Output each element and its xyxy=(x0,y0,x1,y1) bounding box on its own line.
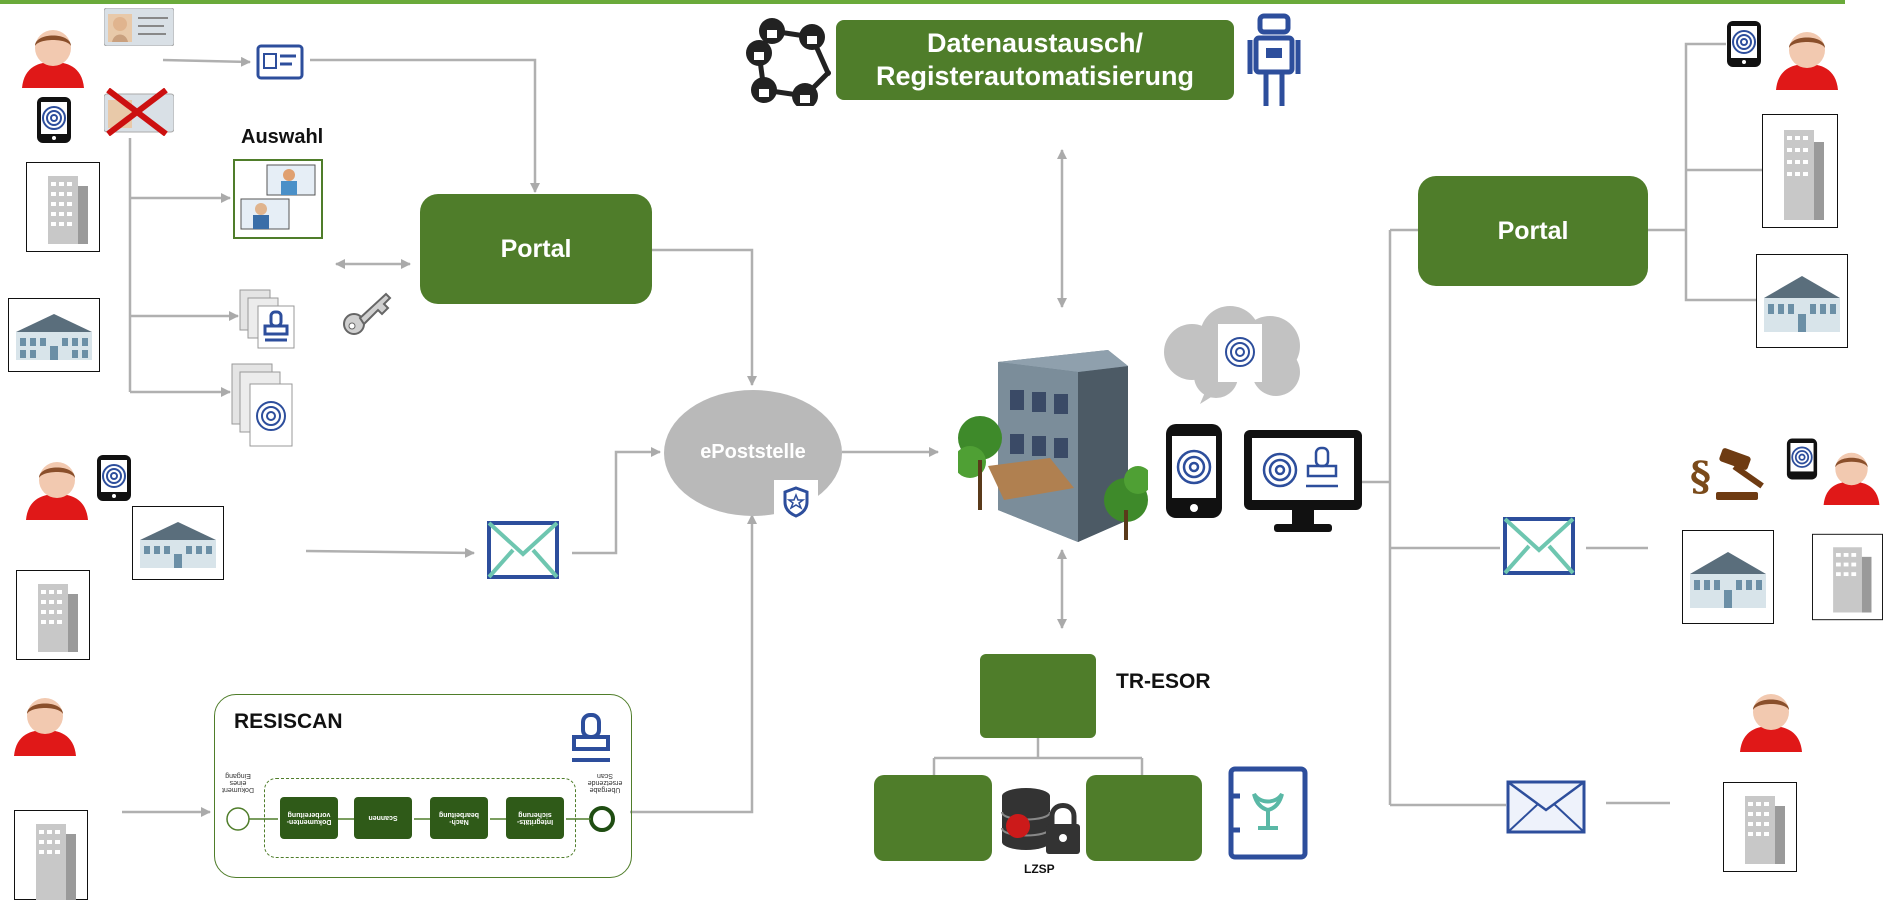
resiscan-end-label: Übergabe ersetzende Scan xyxy=(587,772,623,793)
portal-right-label: Portal xyxy=(1497,216,1569,245)
eposttelle-label: ePoststelle xyxy=(700,441,806,463)
office-building-icon xyxy=(14,810,88,900)
mail-envelope-plain-icon xyxy=(1506,780,1586,834)
resiscan-panel xyxy=(214,694,632,878)
id-card-photo-icon xyxy=(104,8,174,46)
documents-fingerprint-icon xyxy=(230,362,298,448)
portal-left-box: Portal xyxy=(420,194,652,304)
office-building-icon xyxy=(26,162,100,252)
court-gavel-icon: § xyxy=(1690,446,1772,502)
eposttelle-ellipse xyxy=(662,388,844,518)
robot-icon xyxy=(1246,12,1302,110)
resiscan-step-scan: Scannen xyxy=(354,797,412,839)
cloud-fingerprint-icon xyxy=(1156,306,1312,406)
svg-text:§: § xyxy=(1690,453,1711,500)
person-icon xyxy=(22,458,92,522)
smartphone-fingerprint-icon xyxy=(1164,422,1224,520)
data-exchange-box: Datenaustausch/ Registerautomatisierung xyxy=(836,20,1234,100)
data-exchange-line1: Datenaustausch/ xyxy=(926,28,1144,58)
resiscan-step-postprocess: Nach-bearbeitung xyxy=(430,797,488,839)
mail-envelope-icon xyxy=(486,520,560,580)
town-hall-icon xyxy=(1756,254,1848,348)
tresor-main-box xyxy=(980,654,1096,738)
lzsp-label: LZSP xyxy=(1024,862,1055,876)
tresor-label: TR-ESOR xyxy=(1116,670,1211,693)
town-hall-icon xyxy=(1682,530,1774,624)
office-building-icon xyxy=(1812,532,1883,622)
video-consultation-icon xyxy=(233,159,323,239)
resiscan-step-integrity: Integritäts-sicherung xyxy=(506,797,564,839)
town-hall-icon xyxy=(132,506,224,580)
office-building-icon xyxy=(1722,782,1798,872)
person-icon xyxy=(18,26,88,90)
office-building-icon xyxy=(1762,114,1838,228)
office-building-icon xyxy=(16,570,90,660)
resiscan-title: RESISCAN xyxy=(234,710,343,733)
data-exchange-line2: Registerautomatisierung xyxy=(875,61,1195,91)
monitor-signature-icon xyxy=(1242,428,1364,536)
smartphone-fingerprint-icon xyxy=(96,454,132,502)
crossed-id-card-icon xyxy=(104,88,174,136)
auswahl-label: Auswahl xyxy=(241,126,324,148)
id-card-icon xyxy=(256,44,304,80)
person-icon xyxy=(1772,28,1842,92)
portal-left-label: Portal xyxy=(500,234,572,263)
database-lock-icon xyxy=(998,786,1082,856)
smartphone-fingerprint-icon xyxy=(36,96,72,144)
central-building-icon xyxy=(958,350,1148,550)
resiscan-flow xyxy=(226,806,615,832)
town-hall-icon xyxy=(8,298,100,372)
tresor-right-box xyxy=(1086,775,1202,861)
person-icon xyxy=(10,694,80,758)
vault-icon xyxy=(1228,766,1308,860)
top-accent-line xyxy=(0,0,1845,4)
stamp-icon xyxy=(570,712,612,764)
resiscan-start-label: Dokument eines Eingang xyxy=(222,772,254,793)
smartphone-fingerprint-icon xyxy=(1726,20,1762,68)
blockchain-lock-network-icon xyxy=(742,16,832,106)
key-icon xyxy=(342,290,392,336)
resiscan-process-frame xyxy=(264,778,576,858)
smartphone-fingerprint-icon xyxy=(1786,436,1818,482)
mail-envelope-icon xyxy=(1502,516,1576,576)
tresor-left-box xyxy=(874,775,992,861)
resiscan-step-prepare: Dokumenten-vorbereitung xyxy=(280,797,338,839)
person-icon xyxy=(1820,446,1883,510)
person-icon xyxy=(1736,690,1806,754)
documents-stamp-icon xyxy=(238,288,298,350)
portal-right-box: Portal xyxy=(1418,176,1648,286)
